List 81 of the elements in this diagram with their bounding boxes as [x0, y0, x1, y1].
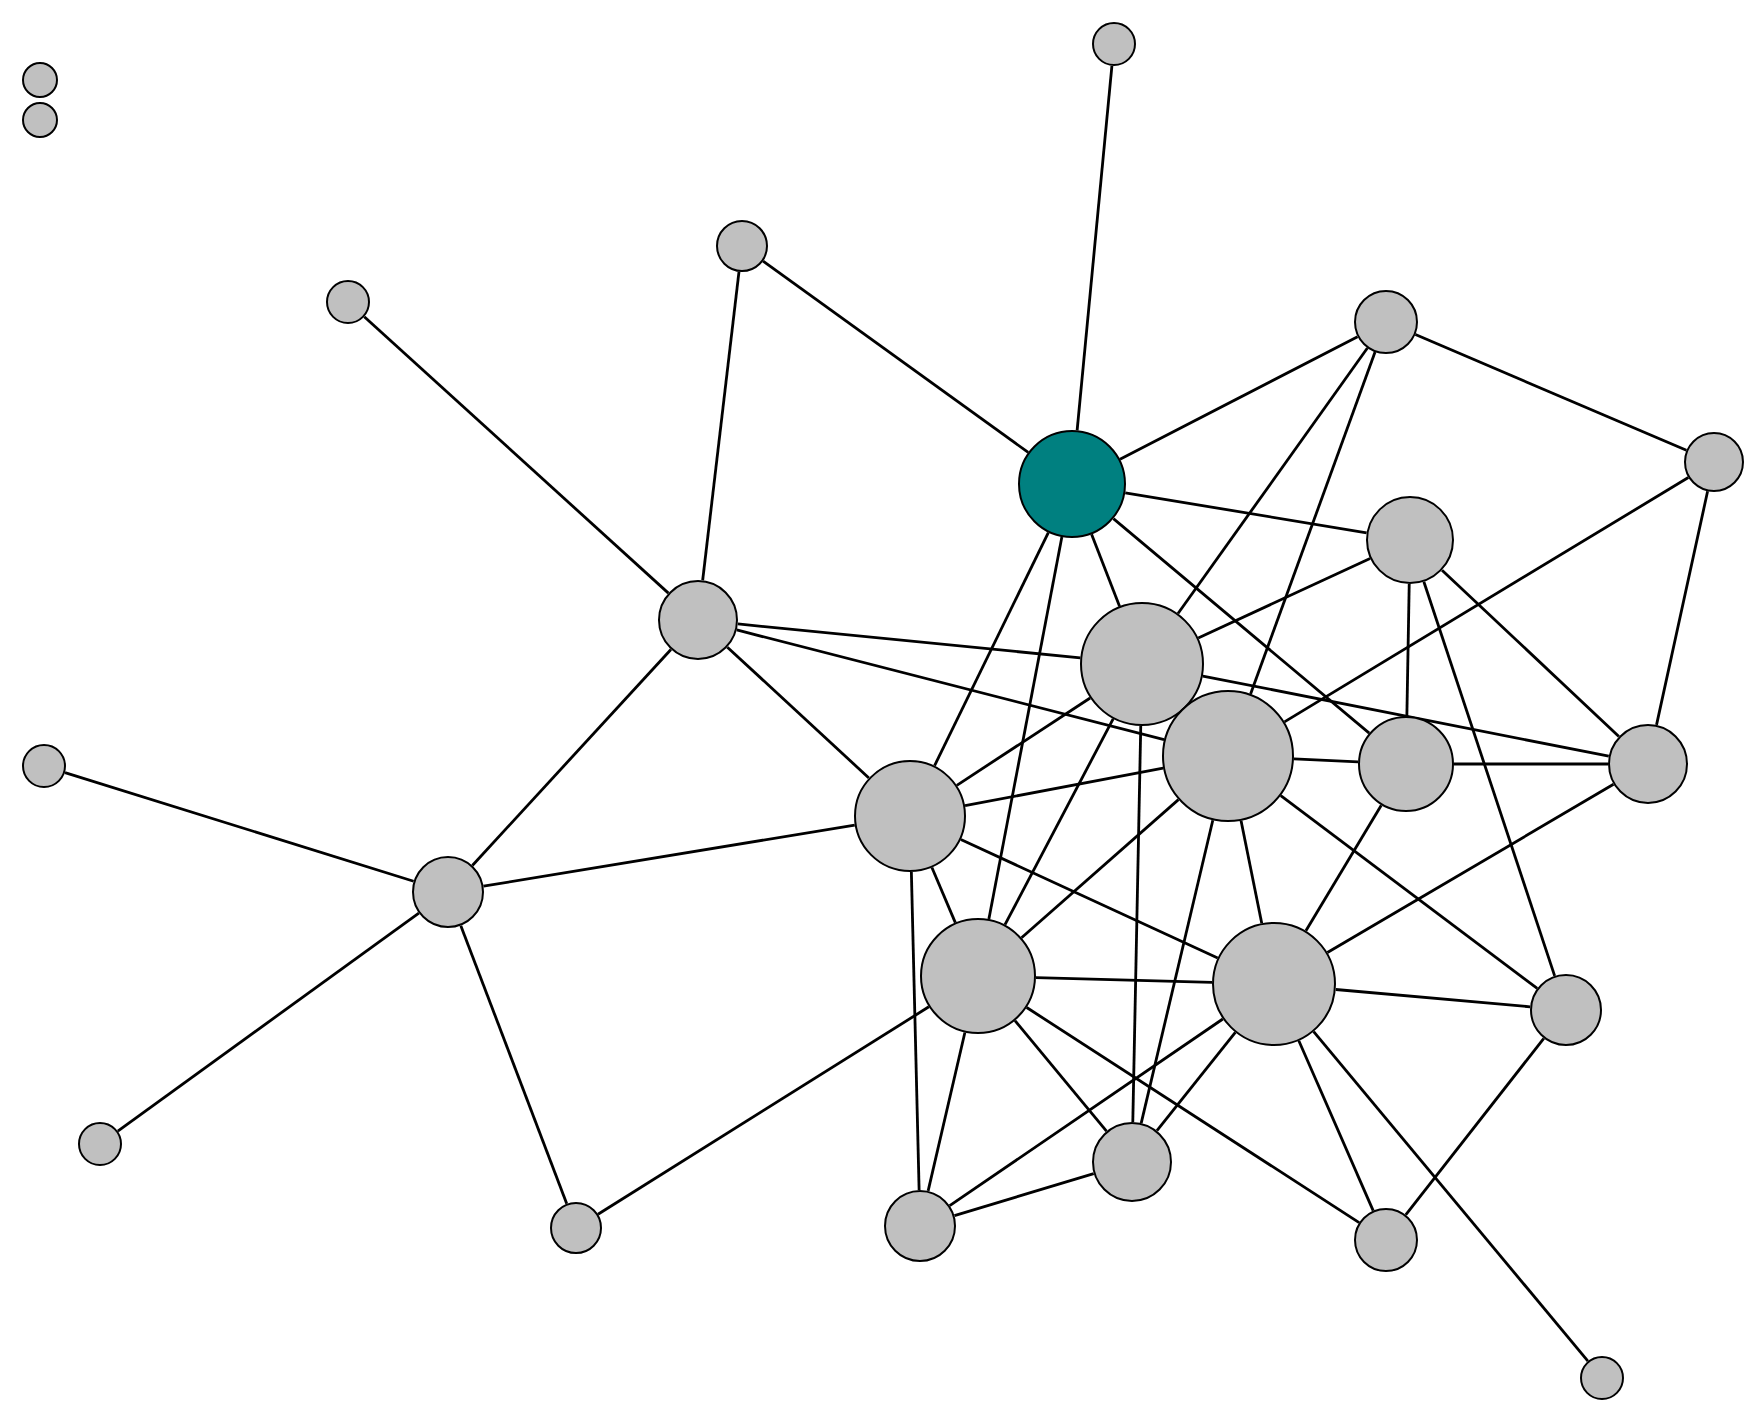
connector-line	[64, 771, 415, 883]
node-circle	[1684, 432, 1744, 492]
connector-line	[1197, 557, 1371, 640]
node-circle	[1092, 22, 1136, 66]
connector-line	[1279, 794, 1539, 990]
node-circle	[1530, 974, 1602, 1046]
connector-line	[987, 536, 1064, 920]
node-circle	[1092, 1122, 1172, 1202]
connector-line	[471, 648, 672, 867]
connector-line	[960, 838, 1219, 960]
connector-line	[1454, 762, 1608, 766]
connector-line	[1090, 533, 1121, 607]
connector-line	[1119, 335, 1359, 461]
node-circle	[550, 1202, 602, 1254]
connector-line	[1075, 65, 1114, 431]
connector-line	[701, 271, 741, 581]
connector-line	[930, 867, 957, 924]
connector-line	[459, 925, 569, 1205]
connector-line	[1404, 1037, 1545, 1216]
connector-line	[1293, 757, 1359, 764]
node-circle	[854, 760, 966, 872]
connector-line	[1335, 988, 1531, 1009]
highlighted-node-circle	[1018, 430, 1126, 538]
node-circle	[1080, 602, 1204, 726]
connector-line	[736, 628, 1165, 741]
connector-line	[1013, 1019, 1108, 1133]
connector-line	[597, 1005, 930, 1216]
connector-line	[948, 1017, 1224, 1207]
connector-line	[1202, 674, 1610, 758]
connector-line	[1125, 491, 1367, 535]
connector-line	[1414, 333, 1687, 452]
connector-line	[964, 766, 1164, 807]
node-circle	[326, 280, 370, 324]
connector-line	[1176, 347, 1369, 615]
connector-line	[737, 622, 1081, 660]
connector-line	[1139, 819, 1215, 1124]
connector-line	[1025, 1006, 1360, 1224]
connector-line	[1239, 820, 1264, 924]
node-circle	[716, 220, 768, 272]
node-circle	[884, 1190, 956, 1262]
connector-line	[1155, 1031, 1237, 1132]
node-circle	[22, 102, 58, 138]
connector-line	[956, 696, 1091, 787]
node-circle	[1358, 716, 1454, 812]
node-circle	[1580, 1356, 1624, 1400]
connector-line	[1249, 351, 1377, 695]
connector-line	[1655, 491, 1709, 726]
node-circle	[1354, 290, 1418, 354]
node-circle	[1608, 724, 1688, 804]
connector-line	[1405, 583, 1411, 717]
node-circle	[1162, 690, 1294, 822]
connector-line	[1003, 718, 1115, 926]
node-circle	[78, 1122, 122, 1166]
node-circle	[920, 918, 1036, 1034]
connector-line	[762, 260, 1029, 454]
node-circle	[22, 744, 66, 788]
connector-line	[1326, 783, 1615, 954]
connector-line	[954, 1172, 1095, 1217]
connector-line	[1304, 804, 1383, 932]
connector-line	[1312, 1030, 1589, 1362]
connector-line	[117, 911, 420, 1133]
connector-line	[1112, 517, 1371, 735]
connector-line	[926, 1032, 967, 1192]
connector-line	[726, 646, 870, 779]
node-circle	[22, 62, 58, 98]
connector-line	[1283, 476, 1690, 724]
connector-line	[1297, 1040, 1375, 1212]
node-circle	[1212, 922, 1336, 1046]
connector-line	[1020, 798, 1180, 939]
connector-line	[933, 531, 1050, 767]
connector-line	[909, 871, 921, 1191]
connector-line	[1131, 725, 1143, 1123]
node-circle	[1366, 496, 1454, 584]
connector-line	[1441, 569, 1620, 738]
connector-line	[1035, 976, 1213, 984]
connector-line	[483, 823, 855, 888]
node-circle	[658, 580, 738, 660]
connector-line	[363, 315, 670, 595]
node-circle	[412, 856, 484, 928]
connector-line	[1422, 581, 1556, 977]
node-circle	[1354, 1208, 1418, 1272]
